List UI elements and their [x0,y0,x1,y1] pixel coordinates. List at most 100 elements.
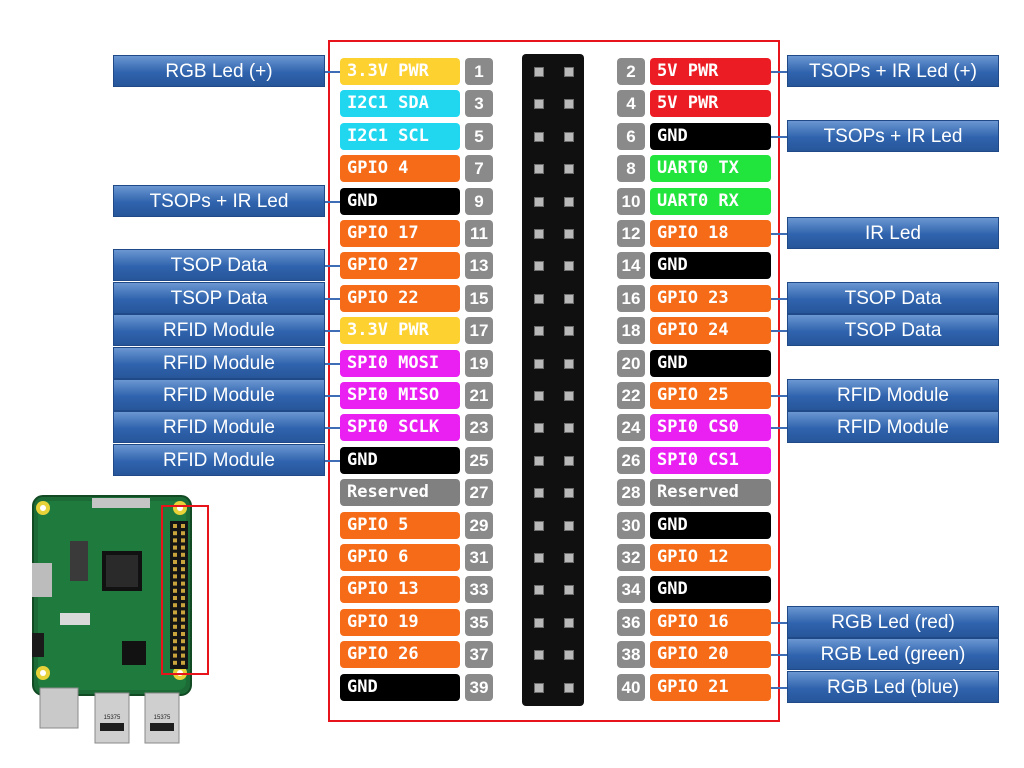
board-header-pin [173,610,177,615]
pin-label-33: GPIO 13 [340,576,460,603]
header-pin-23 [534,423,544,433]
board-header-pin [181,624,185,629]
board-header-pin [173,545,177,550]
pin-number-39: 39 [465,674,493,701]
callout-pin-18: TSOP Data [787,314,999,346]
callout-pin-6: TSOPs + IR Led [787,120,999,152]
pin-number-22: 22 [617,382,645,409]
callout-connector-18 [771,330,787,332]
board-header-pin [181,596,185,600]
header-pin-33 [534,585,544,595]
pin-label-32: GPIO 12 [650,544,771,571]
pin-label-26: SPI0 CS1 [650,447,771,474]
pin-label-6: GND [650,123,771,150]
pin-label-19: SPI0 MOSI [340,350,460,377]
header-pin-21 [534,391,544,401]
callout-connector-40 [771,687,787,689]
callout-pin-40: RGB Led (blue) [787,671,999,703]
pin-label-1: 3.3V PWR [340,58,460,85]
callout-connector-9 [325,201,340,203]
header-pin-25 [534,456,544,466]
pin-number-7: 7 [465,155,493,182]
header-pin-11 [534,229,544,239]
header-pin-9 [534,197,544,207]
callout-connector-23 [325,427,340,429]
header-pin-14 [564,261,574,271]
pin-number-27: 27 [465,479,493,506]
pin-label-24: SPI0 CS0 [650,414,771,441]
pin-number-19: 19 [465,350,493,377]
header-pin-32 [564,553,574,563]
board-header-pin [181,603,185,608]
header-pin-38 [564,650,574,660]
callout-pin-16: TSOP Data [787,282,999,314]
header-pin-17 [534,326,544,336]
pin-label-21: SPI0 MISO [340,382,460,409]
pin-number-3: 3 [465,90,493,117]
pin-label-22: GPIO 25 [650,382,771,409]
pin-label-16: GPIO 23 [650,285,771,312]
board-header-pin [181,574,185,579]
pin-label-17: 3.3V PWR [340,317,460,344]
board-header-pin [173,639,177,644]
header-pin-8 [564,164,574,174]
header-pin-26 [564,456,574,466]
board-header-pin [181,531,185,536]
callout-connector-17 [325,330,340,332]
header-pin-10 [564,197,574,207]
pin-number-34: 34 [617,576,645,603]
pin-label-20: GND [650,350,771,377]
callout-pin-15: TSOP Data [113,282,325,314]
pin-label-38: GPIO 20 [650,641,771,668]
pin-label-18: GPIO 24 [650,317,771,344]
callout-connector-36 [771,622,787,624]
callout-pin-24: RFID Module [787,411,999,443]
pin-number-14: 14 [617,252,645,279]
pin-number-26: 26 [617,447,645,474]
board-header-pin [181,552,185,557]
pin-number-32: 32 [617,544,645,571]
pin-label-40: GPIO 21 [650,674,771,701]
board-header-pin [181,653,185,658]
callout-pin-25: RFID Module [113,444,325,476]
pin-number-6: 6 [617,123,645,150]
header-pin-40 [564,683,574,693]
pin-label-2: 5V PWR [650,58,771,85]
header-pin-6 [564,132,574,142]
callout-connector-22 [771,395,787,397]
callout-connector-1 [325,71,340,73]
pin-number-8: 8 [617,155,645,182]
pin-label-25: GND [340,447,460,474]
header-pin-37 [534,650,544,660]
pin-label-30: GND [650,512,771,539]
pin-label-14: GND [650,252,771,279]
board-header-pin [173,660,177,665]
pin-number-31: 31 [465,544,493,571]
pin-number-10: 10 [617,188,645,215]
callout-pin-23: RFID Module [113,411,325,443]
pin-number-33: 33 [465,576,493,603]
pin-number-20: 20 [617,350,645,377]
callout-pin-2: TSOPs + IR Led (+) [787,55,999,87]
board-header-pin [173,646,177,651]
board-header-pin [173,632,177,636]
header-pin-4 [564,99,574,109]
pin-number-29: 29 [465,512,493,539]
callout-pin-36: RGB Led (red) [787,606,999,638]
callout-connector-19 [325,363,340,365]
header-pin-35 [534,618,544,628]
pin-number-37: 37 [465,641,493,668]
header-pin-12 [564,229,574,239]
pin-label-27: Reserved [340,479,460,506]
board-header-pin [181,639,185,644]
pin-label-15: GPIO 22 [340,285,460,312]
board-header-pin [173,552,177,557]
callout-connector-21 [325,395,340,397]
pin-number-36: 36 [617,609,645,636]
pin-label-11: GPIO 17 [340,220,460,247]
pin-number-38: 38 [617,641,645,668]
board-header-pin [173,653,177,658]
callout-connector-24 [771,427,787,429]
pin-label-37: GPIO 26 [340,641,460,668]
board-header-pin [181,646,185,651]
